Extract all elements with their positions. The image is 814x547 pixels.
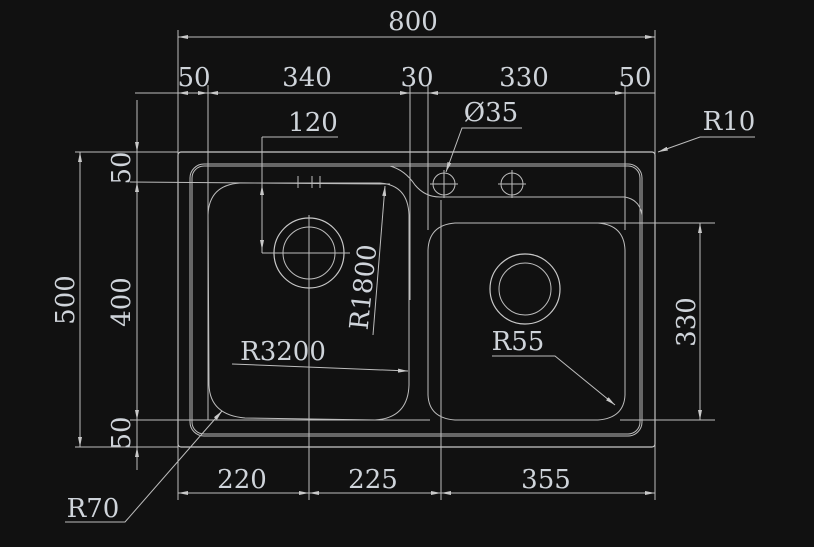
extension-lines: [75, 30, 715, 500]
dim-bottom-left: 220: [217, 465, 267, 495]
dim-r70: R70: [67, 494, 120, 524]
dim-overall-width: 800: [388, 7, 438, 37]
dim-divider: 30: [400, 63, 433, 93]
dim-overall-depth: 500: [51, 275, 81, 325]
dim-left-bowl: 340: [282, 63, 332, 93]
dim-r55: R55: [492, 327, 545, 357]
dimension-labels: 800 50 340 30 330 50 120 Ø35 R10 500 50 …: [51, 7, 755, 524]
dim-bottom-middle: 225: [348, 465, 398, 495]
dim-right-bowl-depth: 330: [672, 297, 702, 347]
dim-bottom-right: 355: [521, 465, 571, 495]
left-bowl: [207, 165, 643, 421]
sink-outline: [177, 151, 656, 448]
right-bowl: [427, 222, 626, 421]
dim-bottom-margin: 50: [107, 416, 137, 449]
right-drain-inner: [498, 262, 552, 316]
tap-holes: [430, 170, 526, 198]
dim-corner-radius: R10: [703, 107, 756, 137]
dim-tap-hole: Ø35: [464, 98, 518, 128]
dim-left-margin: 50: [177, 63, 210, 93]
dim-right-margin: 50: [618, 63, 651, 93]
dimension-lines: [65, 35, 755, 523]
dim-r3200: R3200: [240, 337, 326, 367]
dim-bowl-depth: 400: [107, 277, 137, 327]
dim-drain-offset: 120: [288, 108, 338, 138]
dim-r1800: R1800: [345, 243, 384, 331]
dim-right-bowl: 330: [499, 63, 549, 93]
dim-top-margin: 50: [107, 151, 137, 184]
right-drain-outer: [489, 253, 561, 325]
